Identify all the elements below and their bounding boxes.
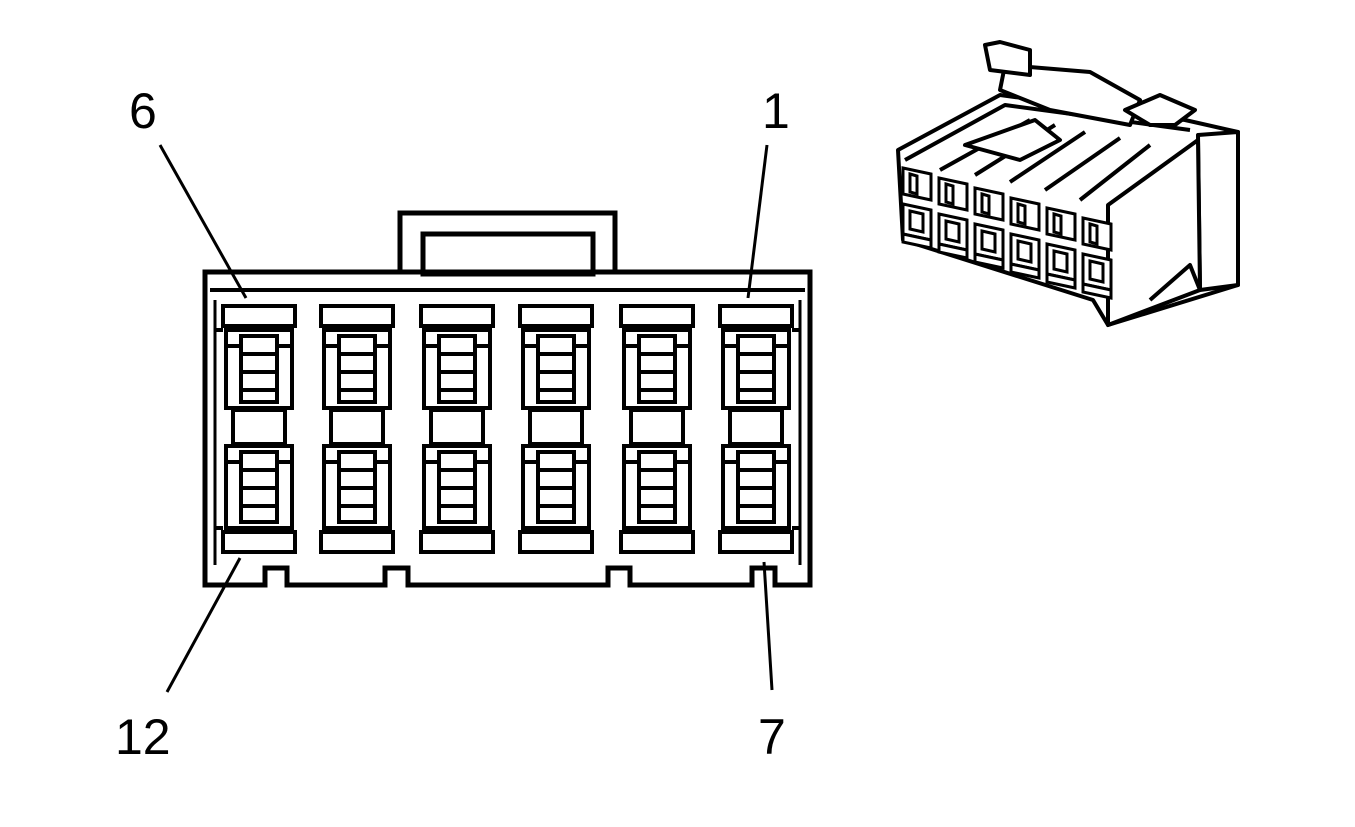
pin-label-12: 12 (115, 709, 171, 765)
locking-tab (400, 213, 615, 272)
leader-line-6 (160, 145, 246, 298)
cavity-column (223, 306, 295, 552)
pin-label-6: 6 (129, 83, 157, 139)
leader-line-1 (748, 145, 767, 298)
housing-outline (205, 272, 810, 585)
cavity-column (621, 306, 693, 552)
cavity-column (520, 306, 592, 552)
leader-line-12 (167, 558, 240, 692)
side-rails (215, 330, 800, 528)
cavity-column (421, 306, 493, 552)
pin-label-1: 1 (762, 83, 790, 139)
cavity-column (720, 306, 792, 552)
leader-line-7 (764, 562, 772, 690)
pin-label-7: 7 (758, 709, 786, 765)
cavity-column (321, 306, 393, 552)
